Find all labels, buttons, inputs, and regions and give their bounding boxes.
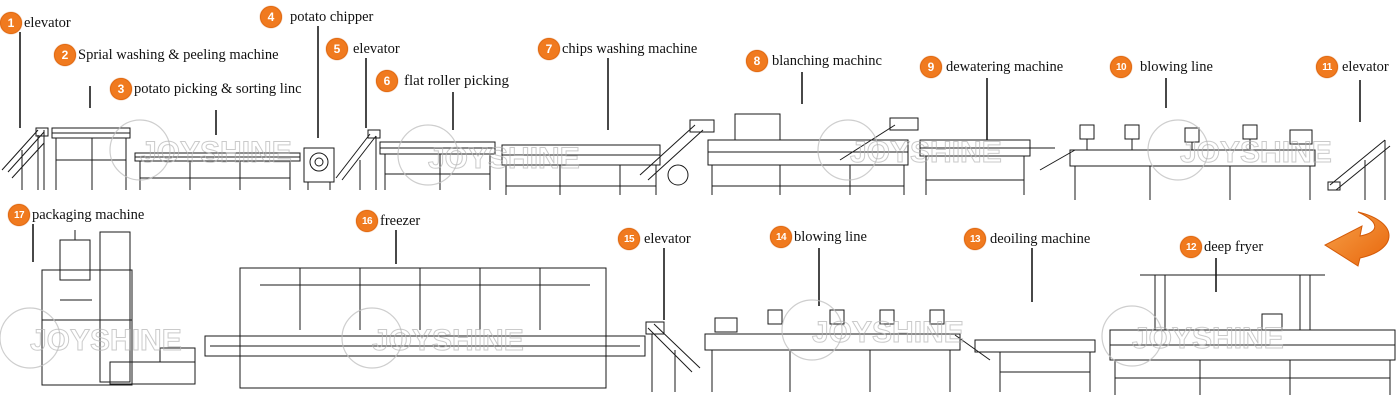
step-number-badge: 12 bbox=[1180, 236, 1202, 258]
machine-blowing-line-10 bbox=[1039, 124, 1316, 200]
leader-lines-top bbox=[19, 26, 1361, 140]
machine-chips-washing bbox=[501, 119, 715, 195]
step-number-badge: 17 bbox=[8, 204, 30, 226]
step-label: packaging machine bbox=[32, 206, 145, 223]
step-1: 1 elevator bbox=[0, 12, 71, 34]
step-17: 17 packaging machine bbox=[8, 204, 144, 226]
step-4: 4 potato chipper bbox=[260, 6, 373, 28]
step-label: deoiling machine bbox=[990, 230, 1091, 247]
step-10: 10 blowing line bbox=[1110, 56, 1213, 78]
step-3: 3 potato picking & sorting linc bbox=[110, 78, 302, 100]
step-8: 8 blanching machinc bbox=[746, 50, 882, 72]
step-number-badge: 6 bbox=[376, 70, 398, 92]
step-label: elevator bbox=[644, 230, 691, 247]
step-label: chips washing machine bbox=[562, 40, 698, 57]
step-label: blowing line bbox=[1140, 58, 1213, 75]
step-number-badge: 11 bbox=[1316, 56, 1338, 78]
step-11: 11 elevator bbox=[1316, 56, 1389, 78]
machine-packaging bbox=[41, 230, 196, 386]
machine-blanching bbox=[707, 113, 919, 195]
step-label: deep fryer bbox=[1204, 238, 1264, 255]
machine-sorting-line bbox=[134, 152, 301, 190]
curved-arrow-icon bbox=[1323, 211, 1390, 267]
machine-elevator-5 bbox=[335, 129, 381, 190]
step-label: elevator bbox=[1342, 58, 1389, 75]
step-number-badge: 7 bbox=[538, 38, 560, 60]
step-label: elevator bbox=[24, 14, 71, 31]
step-number-badge: 2 bbox=[54, 44, 76, 66]
machine-deoiling bbox=[974, 339, 1096, 392]
step-2: 2 Sprial washing & peeling machine bbox=[54, 44, 279, 66]
machine-elevator-15 bbox=[645, 321, 701, 392]
machine-deep-fryer bbox=[1109, 274, 1396, 395]
machine-freezer bbox=[204, 267, 646, 389]
machine-elevator-1 bbox=[1, 127, 49, 190]
machine-spiral-washing bbox=[51, 127, 131, 190]
step-number-badge: 3 bbox=[110, 78, 132, 100]
step-label: blanching machinc bbox=[772, 52, 882, 69]
step-number-badge: 15 bbox=[618, 228, 640, 250]
step-13: 13 deoiling machine bbox=[964, 228, 1090, 250]
step-6: 6 flat roller picking bbox=[376, 70, 509, 92]
step-number-badge: 4 bbox=[260, 6, 282, 28]
step-number-badge: 5 bbox=[326, 38, 348, 60]
step-number-badge: 9 bbox=[920, 56, 942, 78]
step-14: 14 blowing line bbox=[770, 226, 867, 248]
step-label: potato picking & sorting linc bbox=[134, 80, 302, 97]
machine-flat-roller bbox=[379, 141, 496, 190]
machine-dewatering bbox=[919, 139, 1055, 195]
step-9: 9 dewatering machine bbox=[920, 56, 1063, 78]
step-label: freezer bbox=[380, 212, 421, 229]
machine-elevator-11 bbox=[1327, 139, 1391, 200]
step-label: dewatering machine bbox=[946, 58, 1064, 75]
step-number-badge: 16 bbox=[356, 210, 378, 232]
step-label: elevator bbox=[353, 40, 400, 57]
step-7: 7 chips washing machine bbox=[538, 38, 697, 60]
step-16: 16 freezer bbox=[356, 210, 420, 232]
machine-blowing-line-14 bbox=[704, 309, 991, 392]
step-label: potato chipper bbox=[290, 8, 374, 25]
step-12: 12 deep fryer bbox=[1180, 236, 1263, 258]
step-label: blowing line bbox=[794, 228, 867, 245]
step-label: flat roller picking bbox=[404, 72, 509, 89]
step-number-badge: 13 bbox=[964, 228, 986, 250]
step-number-badge: 10 bbox=[1110, 56, 1132, 78]
step-5: 5 elevator bbox=[326, 38, 400, 60]
step-number-badge: 14 bbox=[770, 226, 792, 248]
machine-chipper bbox=[303, 147, 335, 190]
step-number-badge: 8 bbox=[746, 50, 768, 72]
step-15: 15 elevator bbox=[618, 228, 691, 250]
step-label: Sprial washing & peeling machine bbox=[78, 46, 279, 63]
step-number-badge: 1 bbox=[0, 12, 22, 34]
